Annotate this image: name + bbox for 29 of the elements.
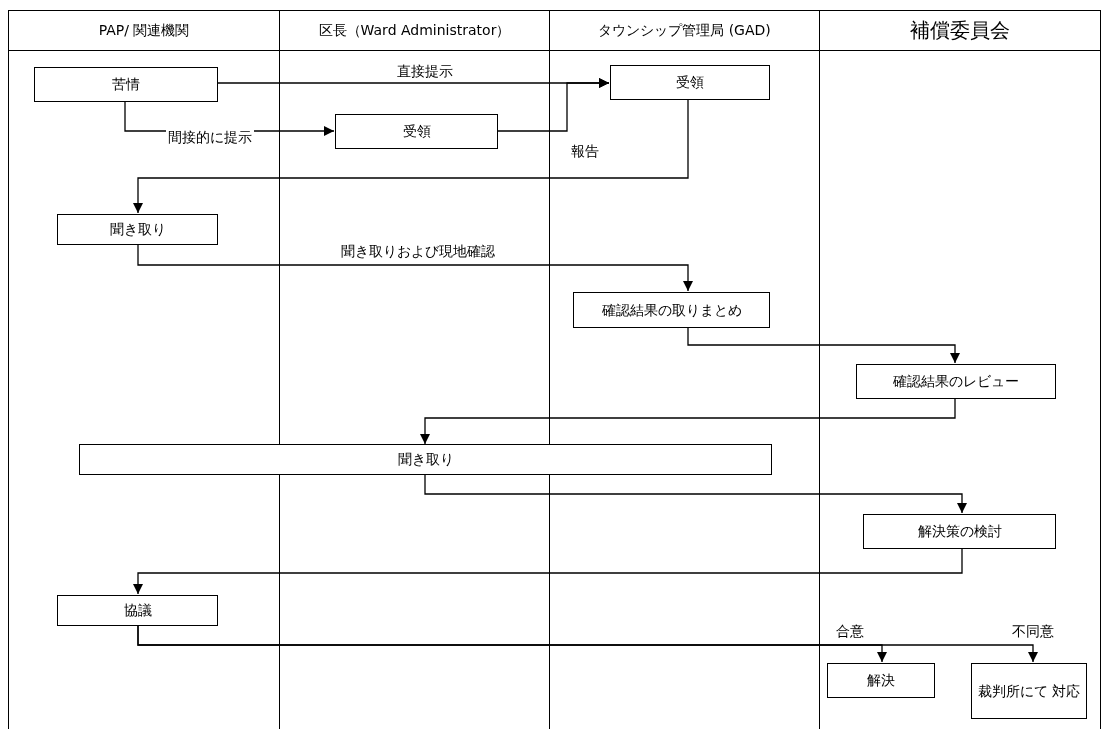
process-box: 確認結果の取りまとめ	[573, 292, 770, 328]
process-box: 解決策の検討	[863, 514, 1056, 549]
process-box: 協議	[57, 595, 218, 626]
process-box: 裁判所にて 対応	[971, 663, 1087, 719]
edge-label: 合意	[834, 623, 866, 641]
lane-header: タウンシップ管理局 (GAD)	[550, 11, 819, 51]
edge-label: 不同意	[1010, 623, 1056, 641]
arrow	[424, 474, 967, 514]
arrow	[496, 78, 610, 132]
process-box: 受領	[335, 114, 498, 149]
process-box: 苦情	[34, 67, 218, 102]
edge-label: 報告	[569, 143, 601, 161]
process-box: 受領	[610, 65, 770, 100]
edge-label: 聞き取りおよび現地確認	[339, 243, 497, 261]
process-box: 聞き取り	[57, 214, 218, 245]
lane-header: PAP/ 関連機関	[9, 11, 279, 51]
arrow	[133, 547, 963, 595]
arrow	[687, 326, 960, 364]
edge-label: 直接提示	[395, 63, 455, 81]
process-box: 解決	[827, 663, 935, 698]
arrow	[137, 243, 693, 292]
arrow	[137, 624, 1038, 663]
lane-header: 区長（Ward Administrator）	[280, 11, 549, 51]
process-box: 確認結果のレビュー	[856, 364, 1056, 399]
arrow	[420, 397, 956, 445]
process-box: 聞き取り	[79, 444, 772, 475]
arrow	[133, 98, 689, 214]
edge-label: 間接的に提示	[166, 129, 254, 147]
lane-header: 補償委員会	[820, 11, 1100, 51]
